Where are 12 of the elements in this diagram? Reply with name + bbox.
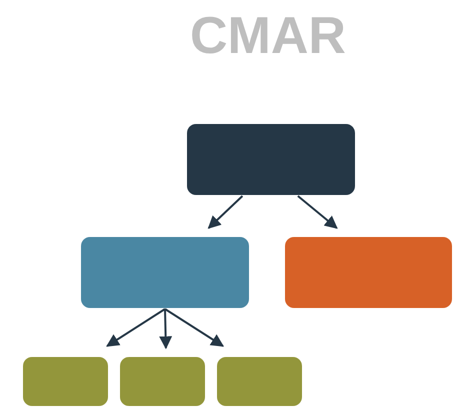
org-box bbox=[285, 237, 452, 308]
arrow bbox=[164, 308, 224, 347]
org-box bbox=[81, 237, 249, 308]
diagram-title: CMAR bbox=[189, 6, 347, 67]
org-box bbox=[217, 357, 302, 406]
org-box bbox=[23, 357, 108, 406]
arrow bbox=[297, 195, 338, 229]
arrow bbox=[208, 195, 244, 229]
arrow bbox=[106, 308, 166, 347]
arrow bbox=[159, 308, 172, 350]
org-box bbox=[120, 357, 205, 406]
org-box bbox=[187, 124, 355, 195]
